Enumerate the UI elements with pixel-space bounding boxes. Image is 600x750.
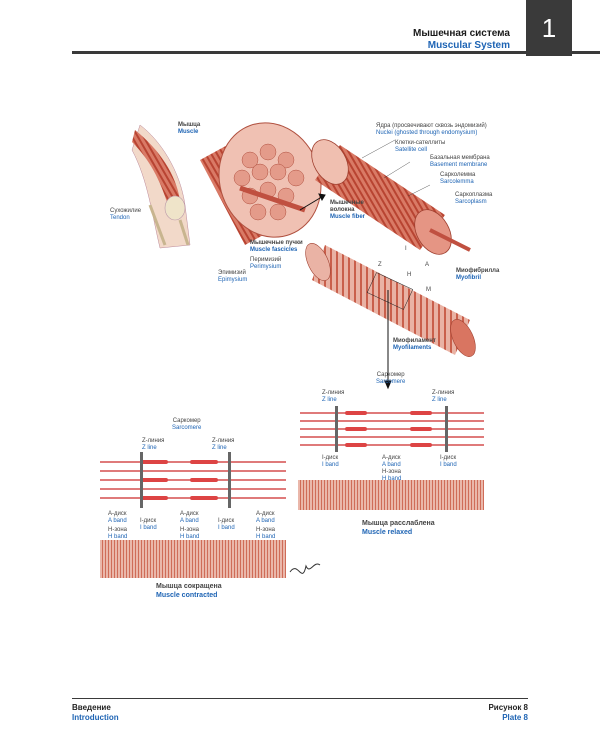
myofibril-drawing	[305, 243, 476, 357]
footer-section-ru: Введение	[72, 703, 111, 712]
band-letter-z: Z	[378, 262, 382, 268]
chapter-title-ru: Мышечная система	[413, 28, 510, 39]
connecting-arrows	[299, 193, 392, 390]
footer-section: Введение Introduction	[72, 703, 119, 723]
footer-plate-ru: Рисунок 8	[488, 703, 528, 712]
artist-signature	[289, 563, 321, 574]
knee-muscle-drawing	[131, 124, 191, 249]
chapter-title-en: Muscular System	[427, 40, 510, 51]
band-letter-a: A	[425, 262, 430, 268]
band-letter-i: I	[405, 246, 407, 252]
chapter-number-tab: 1	[526, 0, 572, 56]
footer-plate-en: Plate 8	[502, 713, 528, 722]
footer-rule	[72, 698, 528, 699]
relaxed-sarcomere-drawing	[298, 406, 484, 510]
band-letter-h: H	[407, 272, 412, 278]
footer-plate: Рисунок 8 Plate 8	[488, 703, 528, 723]
contracted-sarcomere-drawing	[100, 452, 286, 578]
muscle-fiber-drawing	[311, 139, 471, 255]
label-nuclei: Ядра (просвечивают сквозь эндомизий)Nucl…	[376, 123, 487, 136]
chapter-title: Мышечная система Muscular System	[413, 28, 510, 52]
header-rule	[72, 51, 600, 54]
band-letter-m: M	[426, 287, 431, 293]
muscle-bundle-drawing	[200, 122, 322, 245]
footer-section-en: Introduction	[72, 713, 119, 722]
